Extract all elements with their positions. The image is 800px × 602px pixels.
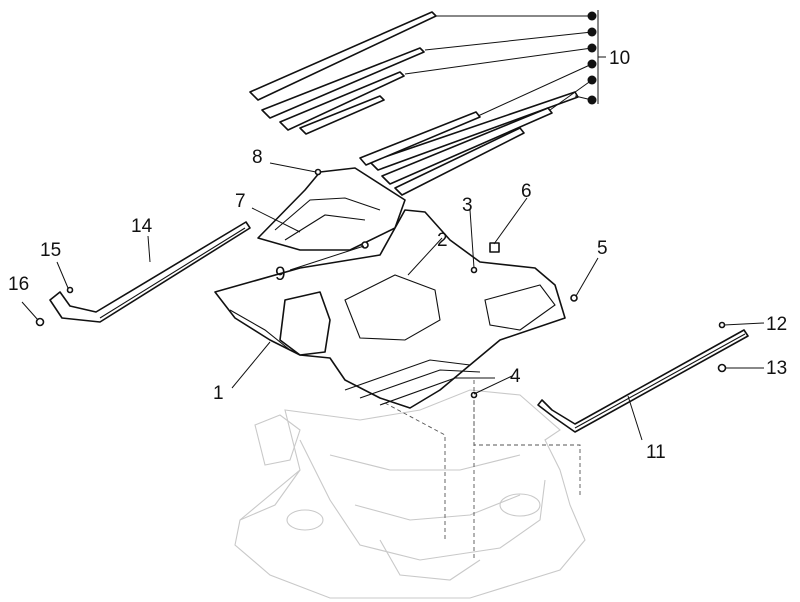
callout-5: 5 — [597, 238, 608, 259]
leader-lines — [21, 10, 765, 441]
callout-11: 11 — [646, 442, 666, 463]
callout-13: 13 — [766, 358, 787, 379]
footboard-panel — [214, 209, 566, 409]
callout-3: 3 — [462, 195, 473, 216]
callout-6: 6 — [521, 181, 532, 202]
callout-12: 12 — [766, 314, 787, 335]
callout-14: 14 — [131, 216, 153, 237]
alignment-lines — [384, 380, 581, 560]
ghost-frame — [234, 389, 586, 599]
callout-1: 1 — [213, 383, 224, 404]
callout-9: 9 — [275, 264, 286, 285]
callout-7: 7 — [235, 191, 246, 212]
callout-8: 8 — [252, 147, 263, 168]
callout-15: 15 — [40, 240, 61, 261]
callout-16: 16 — [8, 274, 29, 295]
right-side-strip — [537, 329, 749, 433]
callout-10-dots — [587, 11, 597, 105]
fasteners — [35, 168, 727, 399]
floor-mat — [257, 167, 406, 251]
rail-trims — [249, 11, 579, 196]
callout-10: 10 — [609, 48, 630, 69]
callout-numbers: 1 2 3 4 5 6 7 8 9 10 11 12 13 14 15 16 — [8, 48, 787, 463]
callout-2: 2 — [437, 230, 448, 251]
left-side-strip — [49, 221, 251, 323]
callout-4: 4 — [510, 366, 521, 387]
